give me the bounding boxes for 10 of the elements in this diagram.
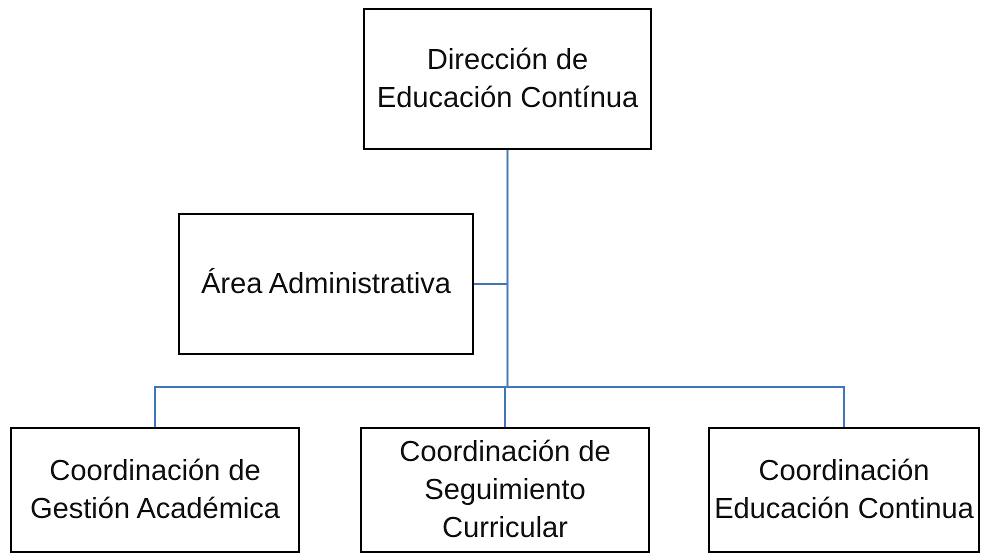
org-box bbox=[363, 8, 652, 150]
box-label: Coordinación Educación Continua bbox=[714, 454, 974, 527]
box-label: Coordinación de Seguimiento Curricular bbox=[398, 435, 612, 546]
org-box bbox=[360, 427, 650, 553]
box-label: Dirección de Educación Contínua bbox=[376, 43, 640, 116]
org-box bbox=[178, 213, 474, 355]
box-label: Área Administrativa bbox=[201, 266, 451, 302]
box-label: Coordinación de Gestión Académica bbox=[29, 454, 281, 527]
org-box bbox=[10, 427, 300, 553]
org-box bbox=[708, 427, 980, 553]
